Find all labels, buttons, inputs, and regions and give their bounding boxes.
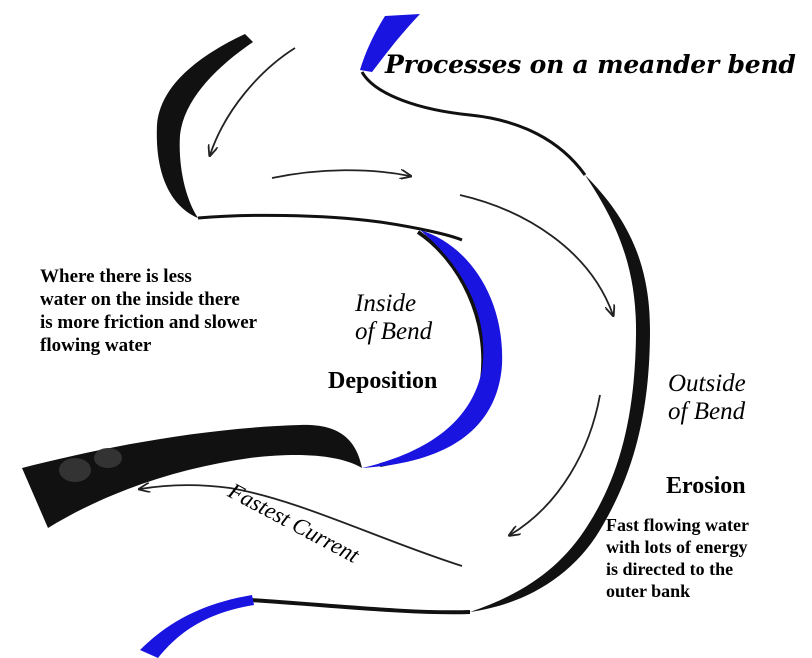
deposition-label: Deposition	[328, 368, 438, 394]
lower-bank-line	[249, 598, 471, 615]
inside-bend-label: Inside of Bend	[355, 290, 433, 345]
bank-patch	[94, 448, 122, 468]
erosion-label: Erosion	[666, 473, 746, 499]
inside-note: Where there is less water on the inside …	[40, 266, 258, 356]
outer-bank-upper-left	[156, 34, 253, 218]
upper-right-blue-segment	[360, 14, 420, 72]
flow-arrow-top-left	[210, 47, 296, 155]
lower-blue-segment	[140, 595, 254, 658]
flow-arrow-outside	[510, 394, 601, 535]
upper-right-bank-line	[360, 71, 587, 176]
bank-patch	[59, 458, 91, 482]
flow-arrow-fastest-current	[140, 485, 463, 567]
outside-note: Fast flowing water with lots of energy i…	[606, 515, 749, 601]
flow-arrow-top-center	[271, 170, 410, 178]
deposition-point-bar	[362, 230, 503, 468]
flow-arrow-top-right	[459, 194, 613, 315]
outside-bend-label: Outside of Bend	[668, 370, 746, 425]
inner-bank-line	[197, 213, 463, 242]
outer-bank-right	[470, 175, 650, 612]
diagram-title: Processes on a meander bend	[385, 50, 796, 79]
